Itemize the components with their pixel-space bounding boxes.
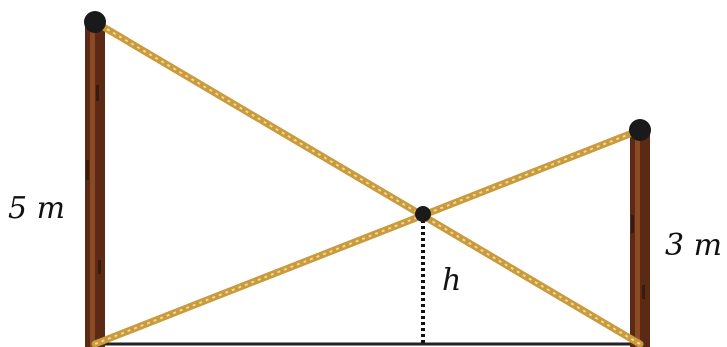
left-pole-height-label: 5 m: [8, 191, 65, 226]
left-pole-top-knob: [84, 11, 106, 33]
right-pole-height-label: 3 m: [665, 228, 722, 263]
rope-left-base-to-right-top: [91, 126, 644, 347]
intersection-knob: [415, 206, 431, 222]
rope-left-top-to-right-base: [91, 18, 644, 347]
right-pole: [630, 130, 650, 347]
intersection-height-label: h: [442, 263, 461, 298]
right-pole-top-knob: [629, 119, 651, 141]
left-pole: [85, 22, 105, 347]
